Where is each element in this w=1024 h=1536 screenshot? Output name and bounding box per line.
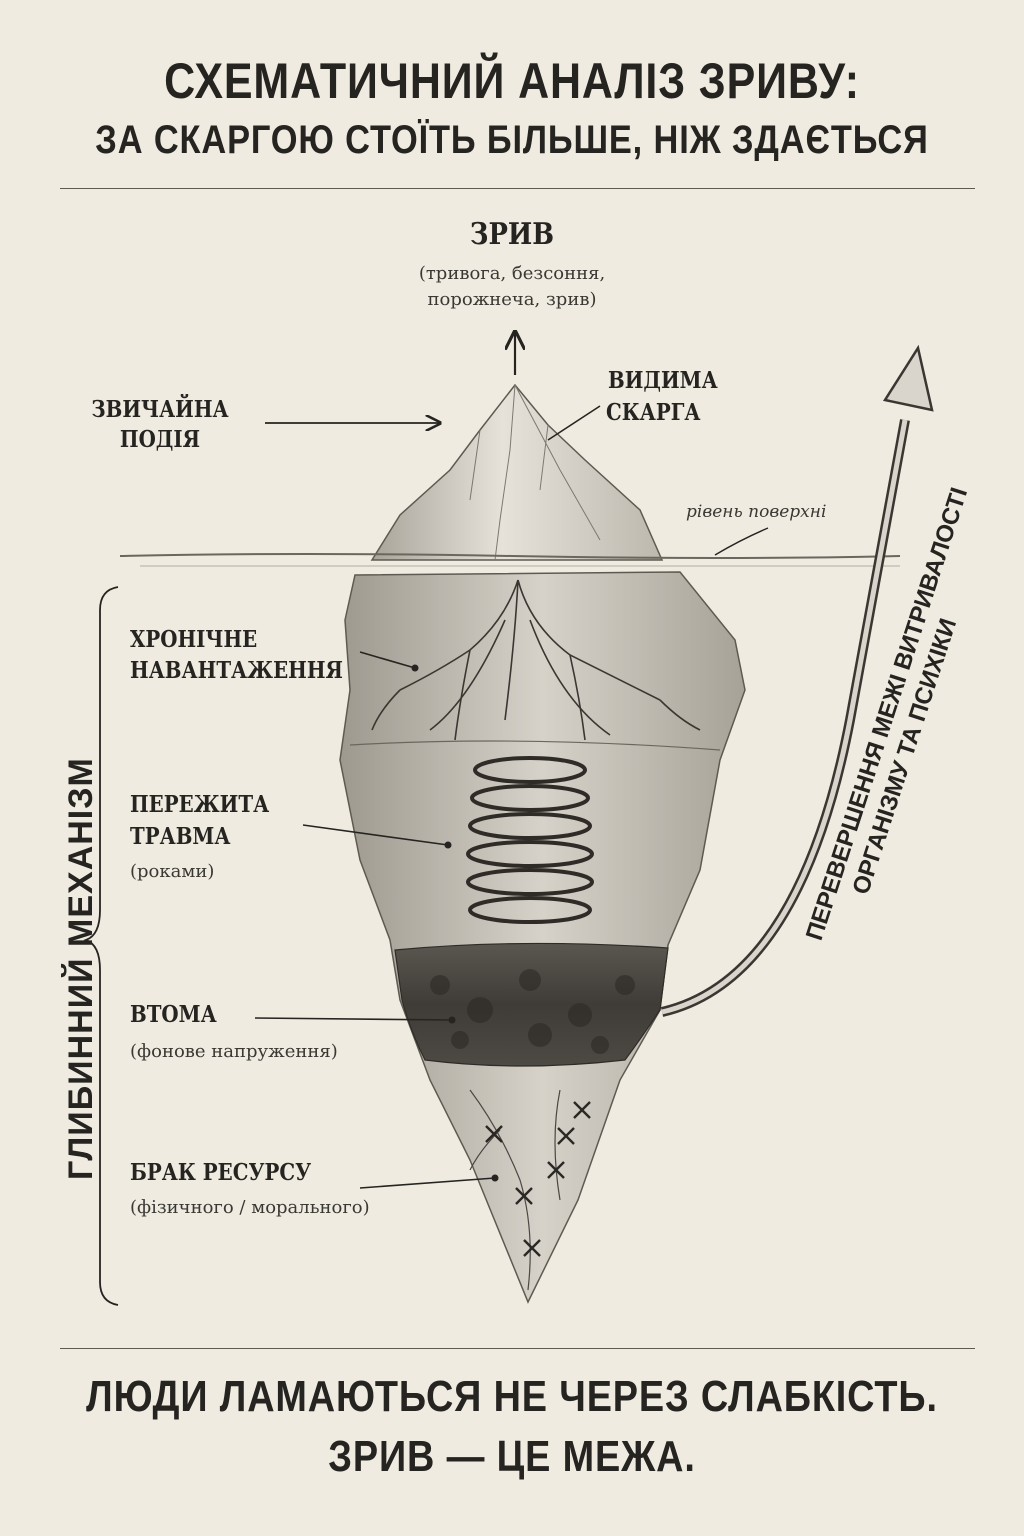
trauma-sub-label: (роками) <box>130 861 215 882</box>
chronic-load-label-1: ХРОНІЧНЕ <box>130 626 258 653</box>
page-subtitle: ЗА СКАРГОЮ СТОЇТЬ БІЛЬШЕ, НІЖ ЗДАЄТЬСЯ <box>95 118 929 162</box>
trauma-label-1: ПЕРЕЖИТА <box>130 791 270 818</box>
left-brace <box>83 586 119 1306</box>
fatigue-layer <box>394 942 669 1067</box>
deep-mechanism-label: ГЛИБИННИЙ МЕХАНІЗМ <box>62 757 100 1180</box>
x-marks <box>485 1101 591 1257</box>
bottom-line-2: ЗРИВ — ЦЕ МЕЖА. <box>328 1432 696 1481</box>
ordinary-event-label-2: ПОДІЯ <box>119 426 201 453</box>
ordinary-event-label-1: ЗВИЧАЙНА <box>91 396 229 423</box>
roots-illustration <box>371 579 701 741</box>
lack-resource-sub-label: (фізичного / морального) <box>130 1197 370 1218</box>
bottom-line-1: ЛЮДИ ЛАМАЮТЬСЯ НЕ ЧЕРЕЗ СЛАБКІСТЬ. <box>86 1372 938 1421</box>
top-sub-1: (тривога, безсоння, <box>418 263 606 284</box>
lack-resource-label: БРАК РЕСУРСУ <box>130 1159 312 1186</box>
cracks-illustration <box>469 1089 561 1291</box>
visible-complaint-label-2: СКАРГА <box>606 399 701 426</box>
surface-level-label: рівень поверхні <box>686 502 827 522</box>
top-divider <box>60 188 975 189</box>
top-sub-2: порожнеча, зрив) <box>427 289 597 310</box>
page-title: СХЕМАТИЧНИЙ АНАЛІЗ ЗРИВУ: <box>164 53 860 109</box>
spring-illustration <box>466 756 594 924</box>
iceberg-body <box>339 571 746 1304</box>
chronic-load-label-2: НАВАНТАЖЕННЯ <box>130 657 343 684</box>
trauma-label-2: ТРАВМА <box>130 823 231 850</box>
fatigue-sub-label: (фонове напруження) <box>130 1041 338 1062</box>
bottom-divider <box>60 1348 975 1349</box>
top-label: ЗРИВ <box>469 217 555 252</box>
water-line <box>119 553 901 559</box>
visible-complaint-label-1: ВИДИМА <box>608 367 718 394</box>
fatigue-label: ВТОМА <box>130 1001 217 1028</box>
iceberg-tip <box>370 383 664 561</box>
